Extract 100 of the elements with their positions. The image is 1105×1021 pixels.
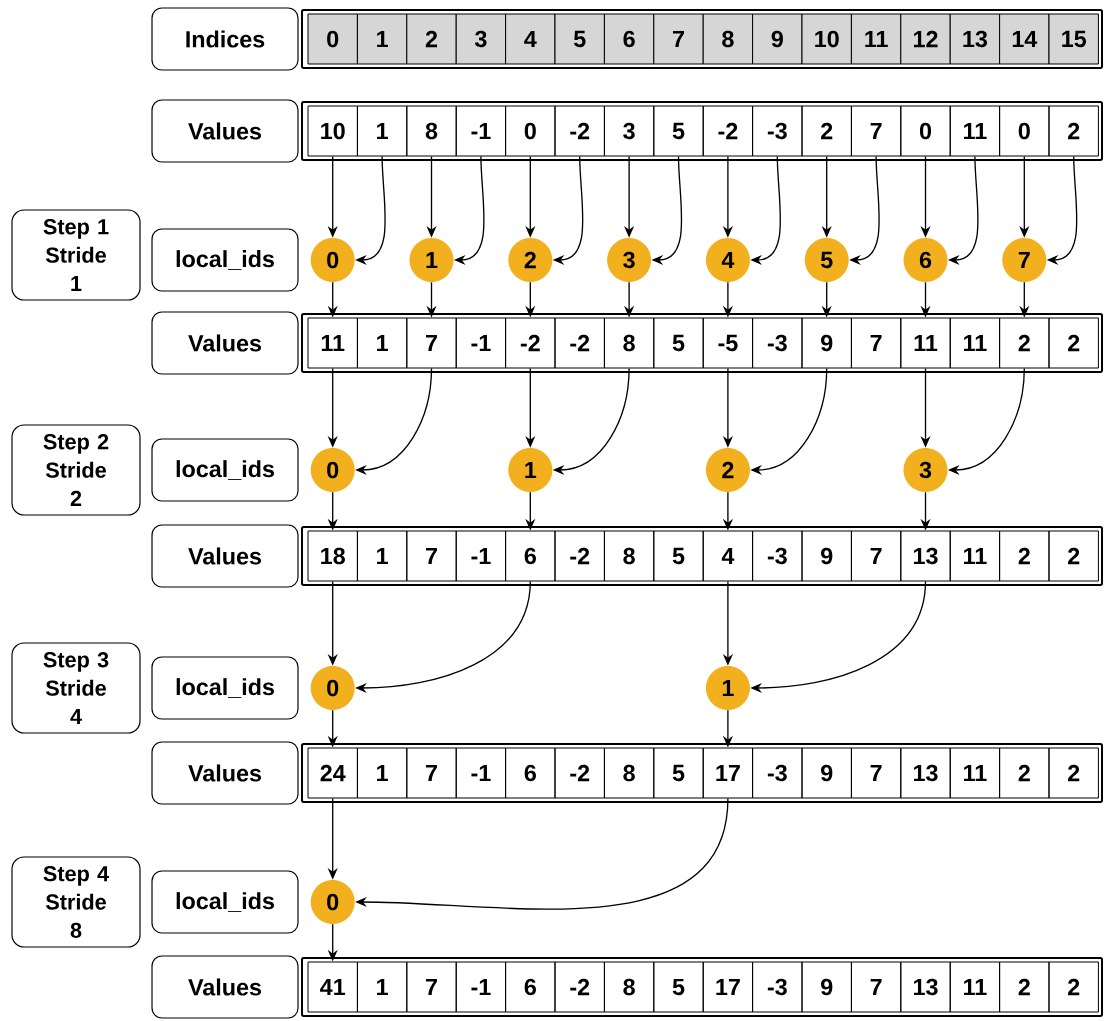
index-cell: 6 bbox=[603, 13, 655, 65]
value-cell: 11 bbox=[900, 317, 951, 369]
value-cell: 18 bbox=[307, 530, 358, 582]
value-cell: 8 bbox=[603, 961, 655, 1013]
value-cell: 4 bbox=[702, 530, 754, 582]
value-cell: 17 bbox=[702, 961, 754, 1013]
index-cell: 4 bbox=[505, 13, 556, 65]
value-cell: -2 bbox=[554, 961, 605, 1013]
value-cell: 8 bbox=[406, 105, 457, 157]
value-cell: -5 bbox=[702, 317, 754, 369]
value-cell: 2 bbox=[999, 961, 1050, 1013]
value-cell: 5 bbox=[653, 530, 704, 582]
row-label-box: Values bbox=[151, 955, 299, 1019]
value-cell: 2 bbox=[1048, 530, 1099, 582]
value-cell: 1 bbox=[356, 105, 408, 157]
value-cell: 13 bbox=[900, 530, 951, 582]
value-cell: 11 bbox=[307, 317, 358, 369]
value-cell: 7 bbox=[850, 747, 902, 799]
value-cell: 41 bbox=[307, 961, 358, 1013]
value-cell: 0 bbox=[900, 105, 951, 157]
value-cell: -2 bbox=[702, 105, 754, 157]
row-label-box: Values bbox=[151, 524, 299, 588]
value-cell: 0 bbox=[999, 105, 1050, 157]
value-cell: 8 bbox=[603, 530, 655, 582]
value-cell: 24 bbox=[307, 747, 358, 799]
value-cell: -2 bbox=[554, 105, 605, 157]
index-cell: 0 bbox=[307, 13, 358, 65]
value-cell: 6 bbox=[505, 530, 556, 582]
value-cell: 2 bbox=[1048, 105, 1099, 157]
value-cell: 1 bbox=[356, 317, 408, 369]
index-cell: 14 bbox=[999, 13, 1050, 65]
value-cell: 5 bbox=[653, 961, 704, 1013]
index-cell: 10 bbox=[801, 13, 852, 65]
value-cell: -2 bbox=[554, 317, 605, 369]
value-cell: 1 bbox=[356, 961, 408, 1013]
value-cell: 8 bbox=[603, 747, 655, 799]
value-cell: 6 bbox=[505, 747, 556, 799]
value-cell: 9 bbox=[801, 961, 852, 1013]
value-cell: 5 bbox=[653, 317, 704, 369]
value-cell: 2 bbox=[1048, 317, 1099, 369]
value-cell: 8 bbox=[603, 317, 655, 369]
value-cell: -3 bbox=[752, 961, 803, 1013]
value-cell: -1 bbox=[455, 317, 507, 369]
row-label-box: local_ids bbox=[151, 438, 299, 502]
value-cell: 7 bbox=[850, 961, 902, 1013]
value-cell: 7 bbox=[406, 317, 457, 369]
index-cell: 11 bbox=[850, 13, 902, 65]
value-cell: 10 bbox=[307, 105, 358, 157]
index-cell: 8 bbox=[702, 13, 754, 65]
value-cell: -1 bbox=[455, 530, 507, 582]
index-cell: 7 bbox=[653, 13, 704, 65]
index-cell: 3 bbox=[455, 13, 507, 65]
index-cell: 9 bbox=[752, 13, 803, 65]
value-cell: 9 bbox=[801, 317, 852, 369]
index-cell: 5 bbox=[554, 13, 605, 65]
value-cell: -3 bbox=[752, 105, 803, 157]
index-cell: 13 bbox=[949, 13, 1001, 65]
value-cell: -1 bbox=[455, 105, 507, 157]
value-cell: 17 bbox=[702, 747, 754, 799]
row-label-box: local_ids bbox=[151, 870, 299, 934]
value-cell: 11 bbox=[949, 747, 1001, 799]
value-cell: 2 bbox=[999, 317, 1050, 369]
value-cell: 7 bbox=[850, 317, 902, 369]
value-cell: 11 bbox=[949, 530, 1001, 582]
value-cell: 7 bbox=[406, 747, 457, 799]
value-cell: -2 bbox=[505, 317, 556, 369]
value-cell: 7 bbox=[406, 530, 457, 582]
value-cell: 2 bbox=[999, 530, 1050, 582]
value-cell: 7 bbox=[850, 530, 902, 582]
value-cell: -3 bbox=[752, 317, 803, 369]
row-label-box: Indices bbox=[151, 7, 299, 71]
value-cell: 11 bbox=[949, 105, 1001, 157]
row-label-box: Values bbox=[151, 99, 299, 163]
value-cell: 9 bbox=[801, 530, 852, 582]
row-label-box: Values bbox=[151, 741, 299, 805]
value-cell: -2 bbox=[554, 747, 605, 799]
row-label-box: local_ids bbox=[151, 656, 299, 720]
value-cell: 7 bbox=[406, 961, 457, 1013]
value-cell: -3 bbox=[752, 530, 803, 582]
value-cell: 11 bbox=[949, 317, 1001, 369]
value-cell: -1 bbox=[455, 961, 507, 1013]
row-label-box: Values bbox=[151, 311, 299, 375]
value-cell: 2 bbox=[1048, 961, 1099, 1013]
value-cell: -2 bbox=[554, 530, 605, 582]
value-cell: 5 bbox=[653, 105, 704, 157]
value-cell: -3 bbox=[752, 747, 803, 799]
value-cell: 11 bbox=[949, 961, 1001, 1013]
step-box: Step 3 Stride 4 bbox=[11, 642, 141, 734]
value-cell: 13 bbox=[900, 961, 951, 1013]
value-cell: 1 bbox=[356, 747, 408, 799]
index-cell: 12 bbox=[900, 13, 951, 65]
index-cell: 1 bbox=[356, 13, 408, 65]
value-cell: 1 bbox=[356, 530, 408, 582]
value-cell: 0 bbox=[505, 105, 556, 157]
value-cell: 2 bbox=[999, 747, 1050, 799]
row-label-box: local_ids bbox=[151, 228, 299, 292]
value-cell: 2 bbox=[801, 105, 852, 157]
step-box: Step 4 Stride 8 bbox=[11, 856, 141, 948]
index-cell: 15 bbox=[1048, 13, 1099, 65]
value-cell: 6 bbox=[505, 961, 556, 1013]
